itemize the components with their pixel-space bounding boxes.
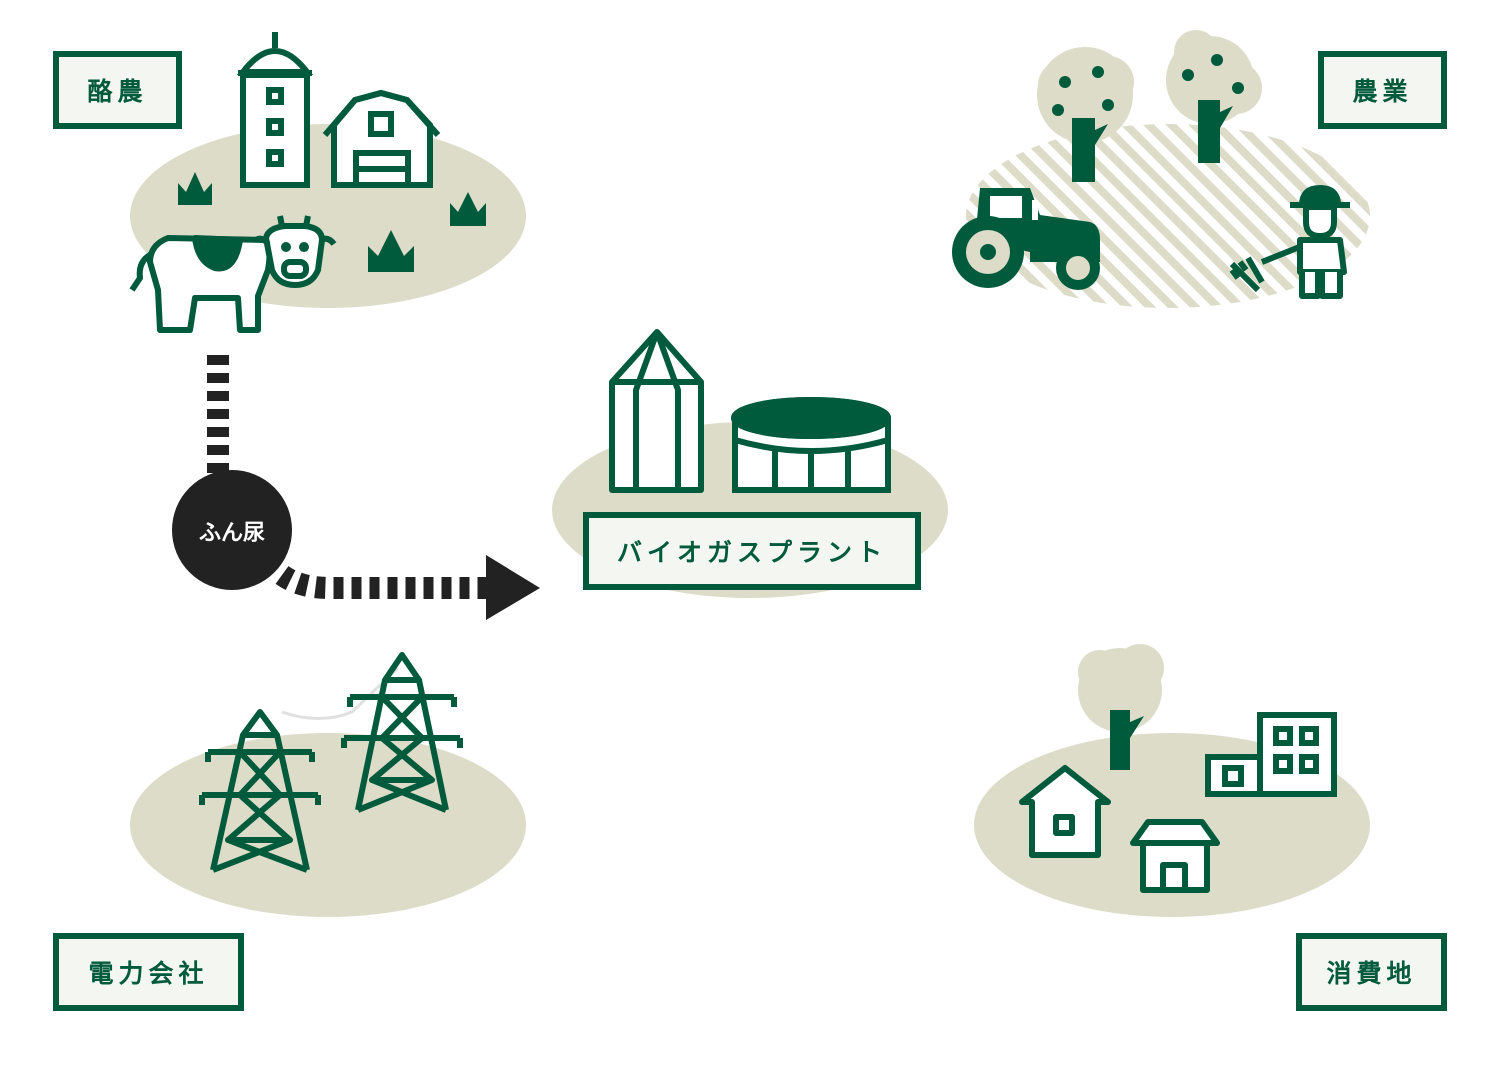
agriculture-scene [952,30,1370,308]
label-dairy: 酪農 [53,51,182,129]
flow-arrowhead [486,555,540,620]
silo-icon [236,32,314,188]
building-icon [1205,712,1337,797]
house-icon [1130,819,1220,893]
tree-icon [1078,644,1164,770]
barn-icon [322,89,441,188]
tree-icon [1037,47,1134,182]
consumer-scene [974,644,1370,917]
label-biogas-plant: バイオガスプラント [583,512,921,590]
power-scene [130,652,526,917]
power-tower-icon [341,652,463,813]
gas-tank-icon [731,397,891,493]
label-consumers: 消費地 [1296,933,1447,1011]
tractor-icon [952,188,1100,290]
dairy-scene [129,32,526,333]
power-tower-icon [199,709,321,873]
label-power-company: 電力会社 [53,933,244,1011]
manure-node [172,470,292,590]
label-agriculture: 農業 [1318,51,1447,129]
power-cable [281,666,400,720]
house-icon [1019,765,1111,858]
cow-icon [129,215,337,333]
digester-icon [609,329,704,493]
flow-line-right [275,565,490,599]
farmer-icon [1229,185,1350,299]
power-ground [130,733,526,917]
tree-icon [1166,30,1262,163]
grass-icon [178,172,486,272]
manure-flow [172,355,540,620]
label-manure: ふん尿 [198,521,265,546]
